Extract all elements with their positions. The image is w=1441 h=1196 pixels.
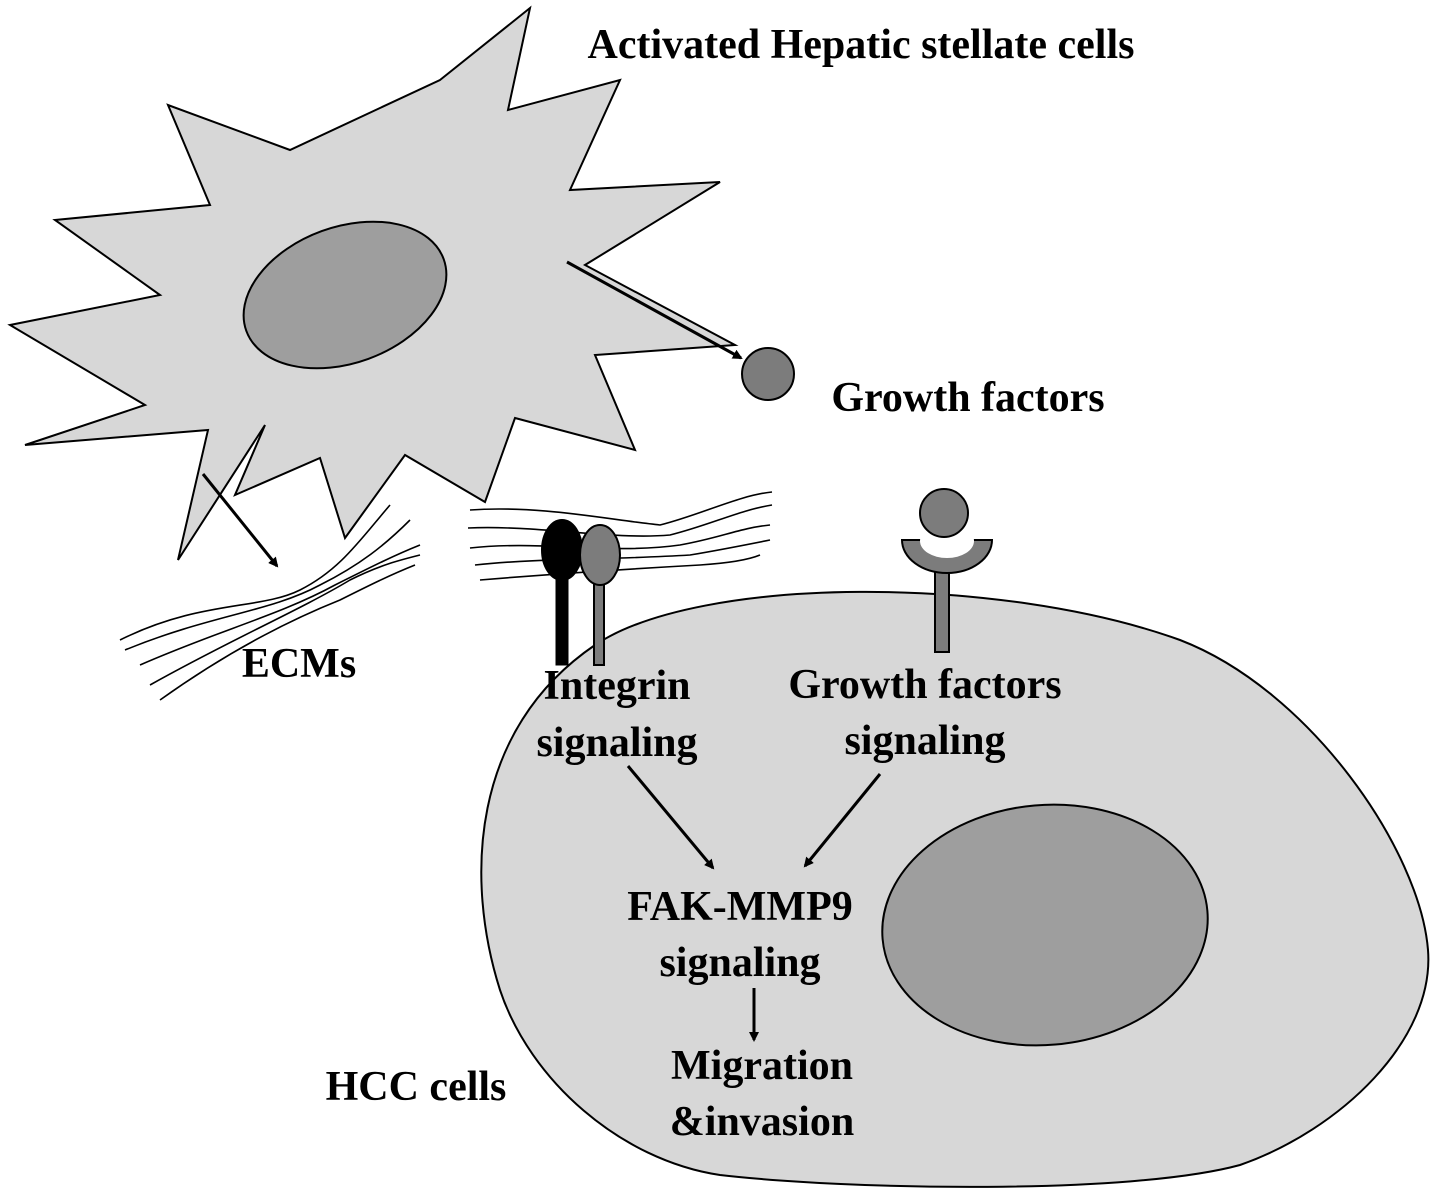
migration-line2: &invasion: [670, 1099, 854, 1145]
hcc-nucleus: [881, 803, 1209, 1047]
arrow-secretion-ecm: [201, 473, 279, 568]
gf-signaling-line1: Growth factors: [788, 662, 1061, 708]
integrin-signaling-line1: Integrin: [544, 663, 691, 709]
integrin-signaling-line2: signaling: [536, 720, 697, 766]
integrin-alpha-head: [541, 519, 583, 581]
migration-line1: Migration: [671, 1043, 853, 1089]
growth-factor-particle: [741, 347, 795, 401]
fak-mmp9-line1: FAK-MMP9: [627, 884, 852, 930]
hcc-cells-label: HCC cells: [326, 1064, 507, 1110]
integrin-beta-stalk: [593, 577, 605, 666]
ecm-fibers-right: [467, 491, 773, 581]
stellate-nucleus: [242, 220, 448, 370]
gf-signaling-line2: signaling: [844, 718, 1005, 764]
integrin-alpha-stalk: [555, 569, 569, 666]
ecm-fibers-left: [119, 504, 421, 701]
arrow-gf-to-fak: [803, 773, 882, 868]
fak-mmp9-line2: signaling: [659, 940, 820, 986]
gf-bound-ligand: [919, 488, 969, 538]
arrow-secretion-gf: [566, 260, 743, 360]
ecms-label: ECMs: [242, 641, 356, 687]
growth-factors-label: Growth factors: [831, 375, 1104, 421]
arrow-integrin-to-fak: [626, 765, 715, 870]
integrin-beta-head: [579, 524, 621, 586]
stellate-title-label: Activated Hepatic stellate cells: [588, 22, 1135, 68]
